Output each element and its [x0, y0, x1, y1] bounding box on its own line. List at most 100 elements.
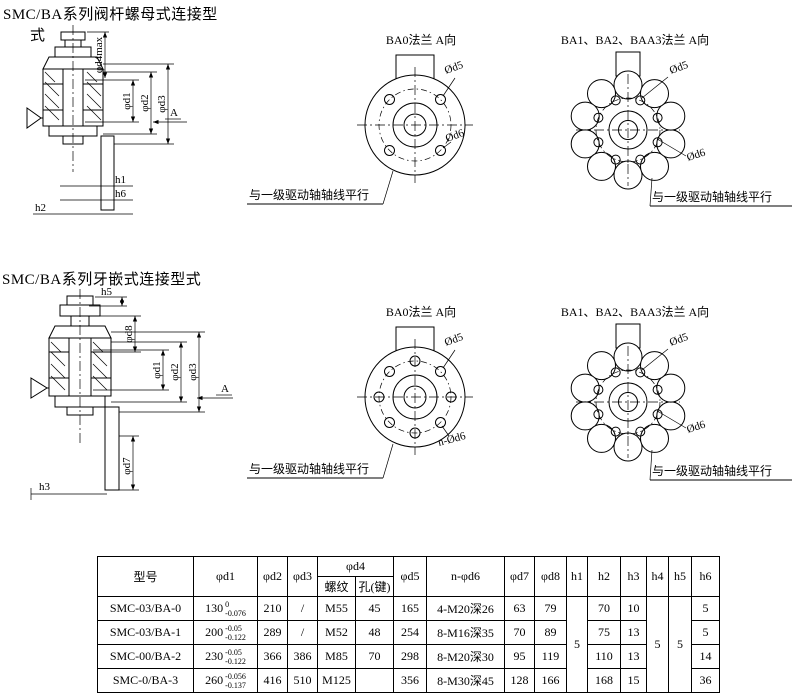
side-view-jaw-type: h5 φd8 φd1 φd2 φd3 A φd7 h3: [30, 286, 233, 500]
col-header-d5: φd5: [393, 556, 427, 597]
actuator-outline: [26, 31, 115, 211]
flange-view-ba123-top: BA1、BA2、BAA3法兰 A向: [561, 32, 792, 207]
cell-d5: 356: [393, 668, 427, 693]
dim-label-d3: φd3: [187, 363, 199, 381]
cell-h3: 13: [620, 620, 647, 645]
cell-d2: 416: [257, 668, 288, 693]
bolt-holes: [384, 94, 446, 156]
dimension-lines: [30, 296, 233, 500]
d1-tolerance: -0.056-0.137: [225, 671, 246, 690]
cell-hole: [355, 668, 394, 693]
cell-hole: 45: [355, 596, 394, 621]
cell-d6: 8-M20深30: [426, 644, 505, 669]
col-header-d4: φd4: [317, 556, 394, 577]
cell-d3: 510: [287, 668, 318, 693]
spec-table: 型号 φd1 φd2 φd3 φd4 φd5 n-φd6 φd7 φd8 h1 …: [97, 556, 720, 693]
note-leader: [382, 443, 394, 479]
col-header-d6: n-φd6: [426, 556, 505, 597]
cell-d5: 165: [393, 596, 427, 621]
col-header-d8: φd8: [534, 556, 567, 597]
cell-d2: 366: [257, 644, 288, 669]
leader-d5: [641, 76, 669, 99]
cell-h6: 5: [691, 620, 720, 645]
cell-model: SMC-00/BA-2: [97, 644, 194, 669]
dim-label-d1: φd1: [121, 92, 133, 109]
section2-title: SMC/BA系列牙嵌式连接型式: [2, 272, 202, 288]
col-header-model: 型号: [97, 556, 194, 597]
cell-d3: 386: [287, 644, 318, 669]
parallel-note: 与一级驱动轴轴线平行: [652, 189, 772, 204]
dim-label-d4max: φd4max: [93, 36, 105, 73]
actuator-outline: [30, 295, 120, 491]
col-header-d1: φd1: [193, 556, 258, 597]
cell-d6: 8-M16深35: [426, 620, 505, 645]
cell-model: SMC-03/BA-0: [97, 596, 194, 621]
cell-d3: /: [287, 620, 318, 645]
dim-label-d6: Ød6: [685, 146, 707, 163]
cell-h2: 70: [587, 596, 621, 621]
cell-h6: 36: [691, 668, 720, 693]
hatching: [50, 341, 108, 391]
cell-d8: 79: [534, 596, 567, 621]
d1-tolerance: -0.05-0.122: [225, 623, 246, 642]
col-header-d2: φd2: [257, 556, 288, 597]
section1-title: SMC/BA系列阀杆螺母式连接型 式: [3, 3, 218, 45]
cell-thread: M52: [317, 620, 356, 645]
cell-h2: 168: [587, 668, 621, 693]
col-header-h6: h6: [691, 556, 720, 597]
cell-h3: 13: [620, 644, 647, 669]
d1-base: 200: [205, 624, 224, 639]
dim-label-h2: h2: [35, 202, 46, 214]
cell-h2: 75: [587, 620, 621, 645]
cell-d8: 166: [534, 668, 567, 693]
section1-title-line1: SMC/BA系列阀杆螺母式连接型: [3, 7, 218, 23]
dimension-lines: [33, 31, 187, 215]
leader-d6: [658, 411, 687, 429]
flange-title: BA0法兰 A向: [386, 32, 456, 47]
note-leader: [649, 449, 653, 481]
cell-hole: 48: [355, 620, 394, 645]
note-leader: [382, 170, 394, 205]
col-header-h1: h1: [566, 556, 588, 597]
table-row: SMC-03/BA-1 200-0.05-0.122 289 / M52 48 …: [97, 620, 720, 645]
dim-label-d5: Ød5: [443, 331, 465, 349]
dim-label-d6: Ød6: [685, 418, 707, 435]
col-header-h5: h5: [668, 556, 692, 597]
cell-h6: 5: [691, 596, 720, 621]
d1-base: 130: [205, 600, 224, 615]
cell-h1-merged: 5: [566, 596, 588, 693]
cell-model: SMC-0/BA-3: [97, 668, 194, 693]
dim-label-d2: φd2: [139, 94, 151, 111]
cell-d3: /: [287, 596, 318, 621]
section1-title-line2: 式: [30, 28, 46, 44]
leader-d6: [442, 141, 452, 149]
dim-label-d3: φd3: [156, 95, 168, 113]
parallel-note: 与一级驱动轴轴线平行: [249, 187, 369, 202]
cell-d8: 119: [534, 644, 567, 669]
leader-d6: [441, 425, 450, 437]
dim-label-d7: φd7: [121, 457, 133, 475]
cell-d1: 260-0.056-0.137: [193, 668, 258, 693]
cell-d1: 200-0.05-0.122: [193, 620, 258, 645]
cell-d1: 230-0.05-0.122: [193, 644, 258, 669]
d1-base: 230: [205, 648, 224, 663]
leader-d5: [442, 77, 456, 97]
bolt-holes: [593, 95, 663, 165]
dim-label-d5: Ød5: [443, 59, 465, 77]
cell-d5: 254: [393, 620, 427, 645]
cell-d2: 210: [257, 596, 288, 621]
cell-thread: M55: [317, 596, 356, 621]
dim-label-d1: φd1: [151, 361, 163, 378]
leader-d5: [641, 348, 669, 371]
dim-label-d8: φd8: [123, 325, 135, 343]
cell-h4-merged: 5: [646, 596, 669, 693]
table-row: SMC-00/BA-2 230-0.05-0.122 366 386 M85 7…: [97, 644, 720, 669]
dim-label-h1: h1: [115, 174, 126, 186]
d1-tolerance: -0.05-0.122: [225, 647, 246, 666]
cell-d7: 128: [504, 668, 535, 693]
section-arrow-label: A: [170, 107, 178, 119]
flange-view-ba123-bottom: BA1、BA2、BAA3法兰 A向: [561, 304, 792, 481]
